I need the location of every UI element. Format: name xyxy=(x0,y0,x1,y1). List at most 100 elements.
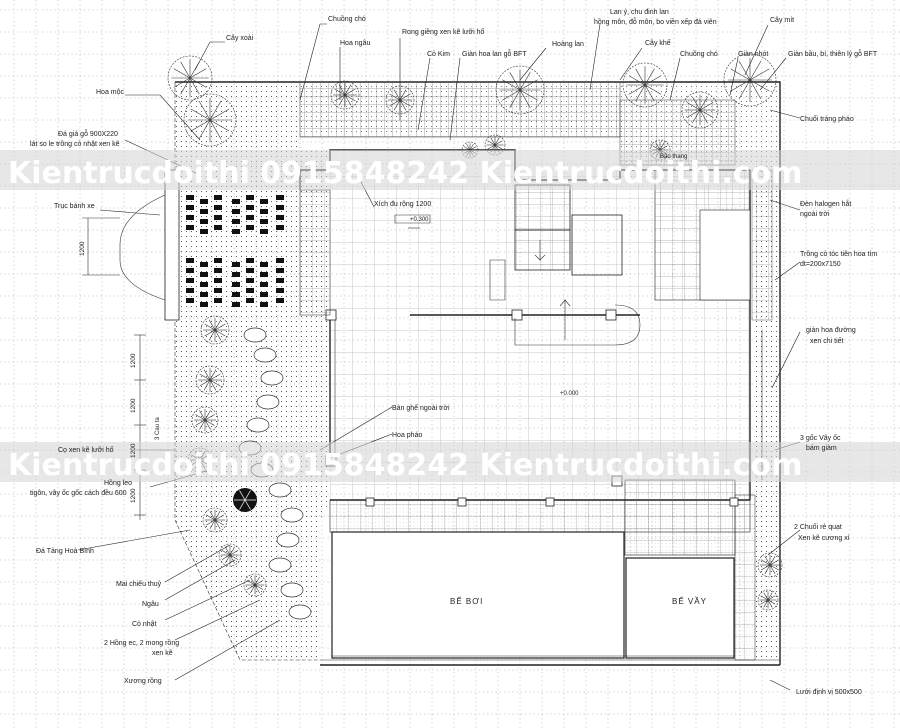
stepping-stone xyxy=(260,292,268,297)
tree-branch xyxy=(229,546,235,556)
stepping-stone xyxy=(260,272,268,277)
stepping-stone xyxy=(246,215,254,220)
stepping-stone xyxy=(246,225,254,230)
label-gian-bau: Giàn bầu, bí, thiên lý gỗ BFT xyxy=(788,49,878,58)
stepping-stone xyxy=(200,272,208,277)
watermark: Kientrucdoithi 0915848242 Kientrucdoithi… xyxy=(0,150,900,483)
path-stone xyxy=(276,532,300,548)
tree-branch xyxy=(686,102,701,111)
stepping-stone xyxy=(214,268,222,273)
tree-branch xyxy=(686,109,701,118)
tree-branch xyxy=(399,99,411,107)
stepping-stone xyxy=(246,195,254,200)
tree-branch xyxy=(199,379,211,387)
tree-branch xyxy=(699,102,714,111)
tree-branch xyxy=(250,584,256,594)
stepping-stone xyxy=(276,298,284,303)
label-xuong-rong: Xương rồng xyxy=(124,676,162,685)
stepping-stone xyxy=(200,199,208,204)
label-da-tang-hoa-binh: Đá Tảng Hoà Bình xyxy=(36,548,94,555)
tree-canopy xyxy=(723,53,777,107)
label-luoi-dinh-vi: Lưới định vị 500x500 xyxy=(796,689,862,696)
tree-branch xyxy=(214,519,224,526)
entrance-gate xyxy=(119,169,180,321)
tree-canopy xyxy=(681,91,719,129)
tree-branch xyxy=(344,84,352,96)
tree-branch xyxy=(502,79,521,91)
tree-branch xyxy=(767,599,776,605)
stepping-stone xyxy=(186,278,194,283)
tree-branch xyxy=(730,68,751,81)
stepping-stone xyxy=(260,262,268,267)
label-be-vay: BỂ VẦY xyxy=(672,596,707,606)
tree-branch xyxy=(209,511,216,521)
tree-branch xyxy=(189,77,207,88)
tree-canopy xyxy=(202,507,228,533)
tree-branch xyxy=(214,329,222,341)
tree-branch xyxy=(209,519,216,529)
label-cay-xoai: Cây xoài xyxy=(226,35,254,42)
tree-branch xyxy=(509,89,521,108)
stepping-stone xyxy=(214,215,222,220)
tree-branch xyxy=(738,60,751,81)
stepping-stone xyxy=(276,215,284,220)
stepping-stone xyxy=(260,209,268,214)
tree-branch xyxy=(644,75,662,86)
stepping-stone xyxy=(214,298,222,303)
tree-branch xyxy=(214,329,226,337)
label-chuong-cho-right: Chuồng chó xyxy=(680,49,718,58)
tree-branch xyxy=(519,72,531,91)
label-be-boi: BỂ BƠI xyxy=(450,597,483,606)
label-cay-mit: Cây mít xyxy=(770,17,794,24)
stepping-stone xyxy=(260,229,268,234)
tree-branch xyxy=(389,93,401,101)
tree-branch xyxy=(769,564,776,574)
tree-branch xyxy=(229,550,239,556)
dimension-2: 1200 xyxy=(130,398,137,413)
tree-branch xyxy=(204,323,216,331)
tree-branch xyxy=(760,595,769,601)
tree-canopy xyxy=(195,365,225,395)
tree-canopy xyxy=(191,406,219,434)
tree-branch xyxy=(208,319,216,331)
tree-branch xyxy=(738,79,751,100)
tree-branch xyxy=(699,109,708,124)
tree-branch xyxy=(199,419,206,430)
driveway-stepping-stones xyxy=(186,195,284,307)
dimension-5: 1200 xyxy=(79,241,86,256)
tree-canopy xyxy=(200,315,230,345)
tree-branch xyxy=(199,373,211,381)
tree-branch xyxy=(344,88,356,96)
tree-branch xyxy=(180,77,191,95)
dimension-4: 1200 xyxy=(130,488,137,503)
tree-branch xyxy=(761,564,771,571)
tree-branch xyxy=(761,559,771,566)
tree-branch xyxy=(509,72,521,91)
path-stone xyxy=(288,604,312,620)
tree-branch xyxy=(463,146,471,151)
tree-branch xyxy=(469,143,474,151)
path-stone xyxy=(256,394,280,410)
label-xen-ke-cuong-xi: Xen kẽ cương xỉ xyxy=(798,534,850,542)
tree-branch xyxy=(221,554,231,560)
palm-frond xyxy=(239,490,246,501)
tree-branch xyxy=(769,564,779,571)
stepping-stone xyxy=(276,268,284,273)
stepping-stone xyxy=(200,262,208,267)
stepping-stone xyxy=(260,219,268,224)
tree-canopy xyxy=(243,573,267,597)
path-stone xyxy=(243,327,267,343)
label-xich-du: Xích đu rộng 1200 xyxy=(374,201,431,208)
label-ngoai-troi: ngoài trời xyxy=(800,211,830,218)
stepping-stone xyxy=(246,258,254,263)
tree-branch xyxy=(487,144,496,150)
tree-branch xyxy=(502,89,521,101)
tree-branch xyxy=(699,96,708,111)
stepping-stone xyxy=(246,268,254,273)
stepping-stone xyxy=(232,302,240,307)
tree-branch xyxy=(229,554,239,560)
tree-branch xyxy=(198,119,211,140)
label-mai-chieu-thuy: Mai chiếu thuỷ xyxy=(116,579,162,588)
dimension-3: 1200 xyxy=(130,443,137,458)
tree-canopy xyxy=(757,552,783,578)
